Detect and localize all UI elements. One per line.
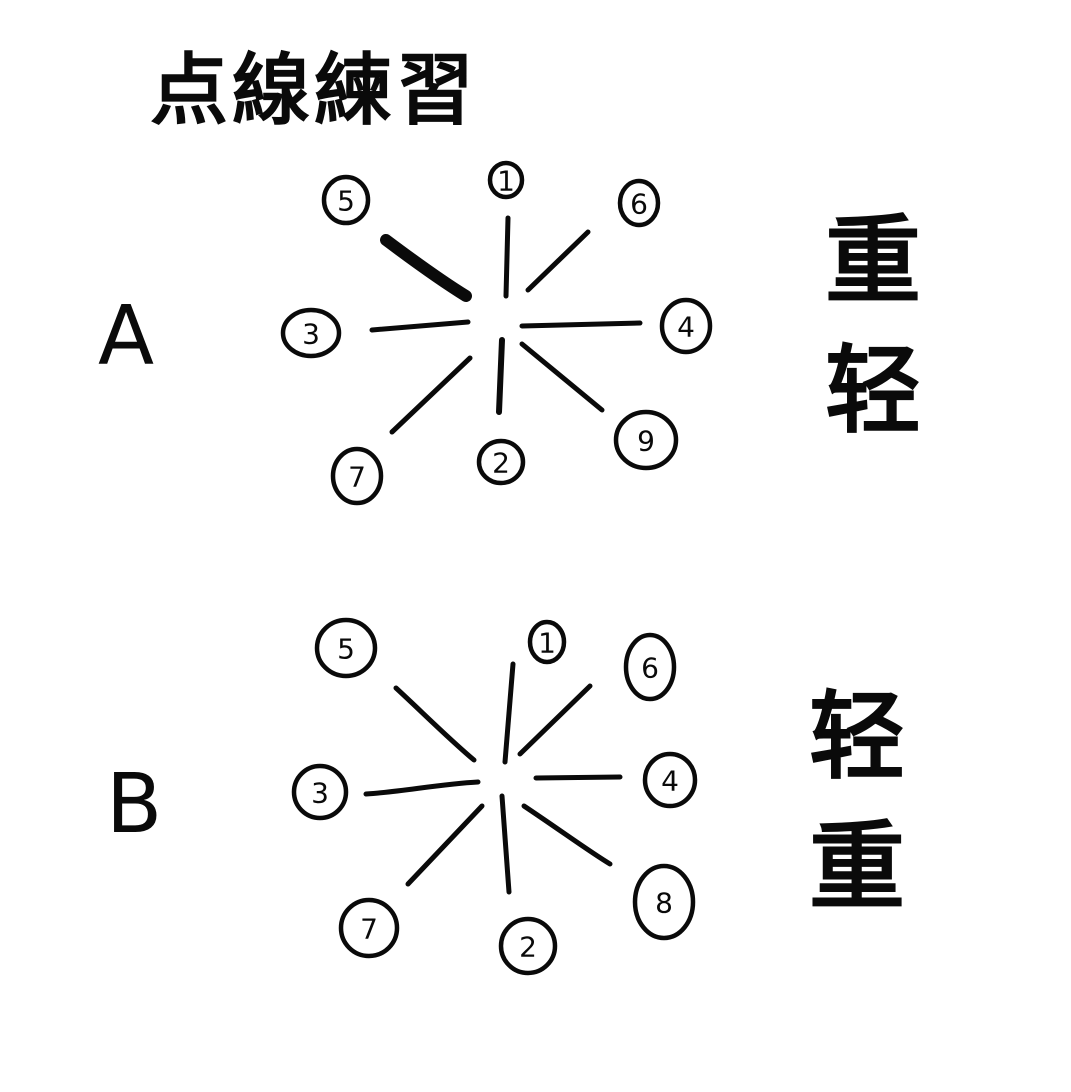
- number-marker-4: 4: [642, 751, 698, 809]
- svg-text:1: 1: [497, 165, 515, 198]
- ray-lower-left: [389, 355, 473, 435]
- pressure-char-start: 轻: [809, 680, 905, 793]
- number-marker-3: 3: [280, 307, 342, 359]
- svg-text:7: 7: [360, 913, 378, 946]
- number-marker-2: 2: [498, 916, 558, 976]
- number-marker-5: 5: [314, 617, 378, 679]
- svg-text:6: 6: [641, 652, 659, 685]
- number-marker-8: 8: [632, 863, 696, 941]
- svg-text:5: 5: [337, 633, 355, 666]
- ray-right: [519, 320, 643, 329]
- svg-text:1: 1: [538, 627, 556, 660]
- ray-upper-right: [525, 229, 591, 293]
- ray-upper-right: [517, 683, 593, 757]
- ray-up: [502, 661, 516, 765]
- page-title: 点線練習: [150, 45, 479, 136]
- svg-text:6: 6: [630, 188, 648, 221]
- pressure-char-end: 轻: [825, 333, 921, 447]
- number-marker-5: 5: [321, 174, 371, 226]
- ray-left: [363, 779, 481, 797]
- ray-lower-right: [519, 341, 605, 413]
- svg-text:5: 5: [337, 185, 355, 218]
- ray-up: [503, 215, 511, 299]
- svg-text:9: 9: [637, 425, 655, 458]
- number-marker-1: 1: [527, 619, 567, 665]
- svg-text:2: 2: [492, 447, 510, 480]
- number-marker-2: 2: [476, 438, 526, 486]
- section-a-label: A: [98, 289, 155, 384]
- number-marker-6: 6: [623, 632, 677, 702]
- number-marker-4: 4: [659, 297, 713, 355]
- section-a-pressure-guide: 重 轻: [818, 196, 928, 455]
- ray-left: [369, 319, 471, 333]
- svg-text:8: 8: [655, 887, 673, 920]
- number-marker-8: 9: [613, 409, 679, 471]
- ray-lower-left: [405, 803, 485, 887]
- ray-lower-right: [521, 803, 613, 867]
- ray-upper-left-heavy: [380, 234, 472, 302]
- number-marker-3: 3: [291, 763, 349, 821]
- pressure-char-end: 重: [809, 809, 905, 923]
- number-marker-1: 1: [487, 160, 525, 200]
- svg-text:3: 3: [302, 318, 320, 351]
- svg-text:4: 4: [661, 765, 679, 798]
- svg-text:7: 7: [348, 461, 366, 494]
- number-marker-6: 6: [617, 178, 661, 228]
- svg-text:2: 2: [519, 931, 537, 964]
- number-marker-7: 7: [330, 446, 384, 506]
- pressure-char-start: 重: [825, 204, 921, 317]
- svg-text:4: 4: [677, 311, 695, 344]
- number-marker-7: 7: [338, 897, 400, 959]
- svg-text:3: 3: [311, 777, 329, 810]
- ray-upper-left: [393, 685, 477, 763]
- section-b-pressure-guide: 轻 重: [802, 672, 912, 931]
- ray-right: [533, 774, 623, 781]
- ray-down: [499, 793, 512, 895]
- ray-down: [496, 337, 505, 415]
- section-b-label: B: [106, 757, 163, 852]
